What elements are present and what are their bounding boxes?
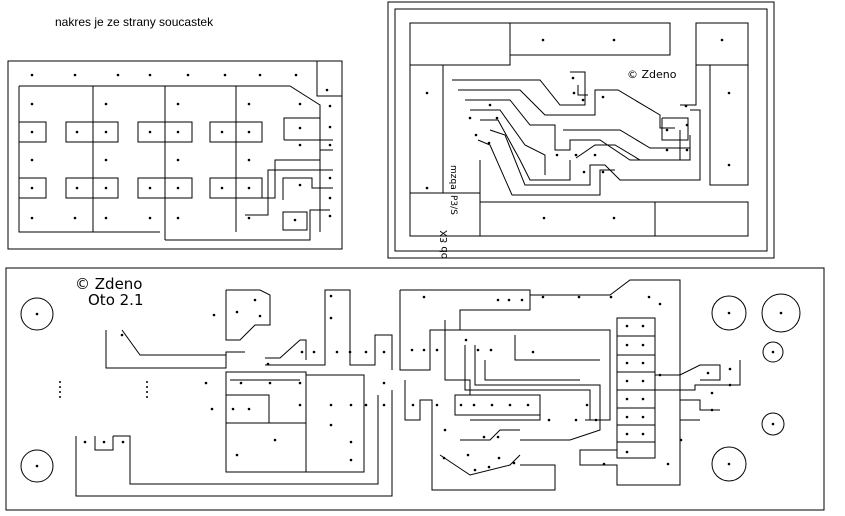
- board-outline: [7, 60, 343, 250]
- trace: [18, 86, 160, 233]
- mounting-hole: [20, 449, 54, 483]
- board-copyright: © Zdeno: [627, 68, 677, 81]
- mounting-hole: [711, 446, 747, 482]
- board-vertical-label: X3 do: [439, 230, 450, 259]
- board-vertical-label: P3/S: [448, 195, 458, 215]
- pcb-board-top-left: [7, 60, 343, 250]
- mounting-hole: [761, 412, 785, 436]
- board-copyright: © Zdeno: [75, 275, 142, 293]
- mounting-hole: [761, 293, 801, 333]
- board-outer-frame: [387, 1, 775, 259]
- pad-grid: [83, 294, 732, 472]
- pin-row: [59, 381, 148, 398]
- mounting-hole: [20, 297, 54, 331]
- mounting-hole: [711, 295, 747, 331]
- pad-grid: [425, 38, 731, 220]
- board-outline: [394, 8, 768, 252]
- pcb-board-top-right: © Zdeno mzqa P3/S X3 do: [387, 1, 775, 259]
- board-version: Oto 2.1: [88, 291, 144, 309]
- pcb-board-bottom: © Zdeno Oto 2.1: [5, 267, 825, 511]
- board-outline: [5, 267, 825, 511]
- mounting-hole: [762, 341, 784, 363]
- trace: [19, 85, 321, 232]
- board-vertical-label: mzqa: [448, 165, 458, 190]
- drawing-caption: nakres je ze strany soucastek: [55, 15, 214, 29]
- corner-block: [316, 60, 343, 97]
- pad-grid: [30, 73, 332, 222]
